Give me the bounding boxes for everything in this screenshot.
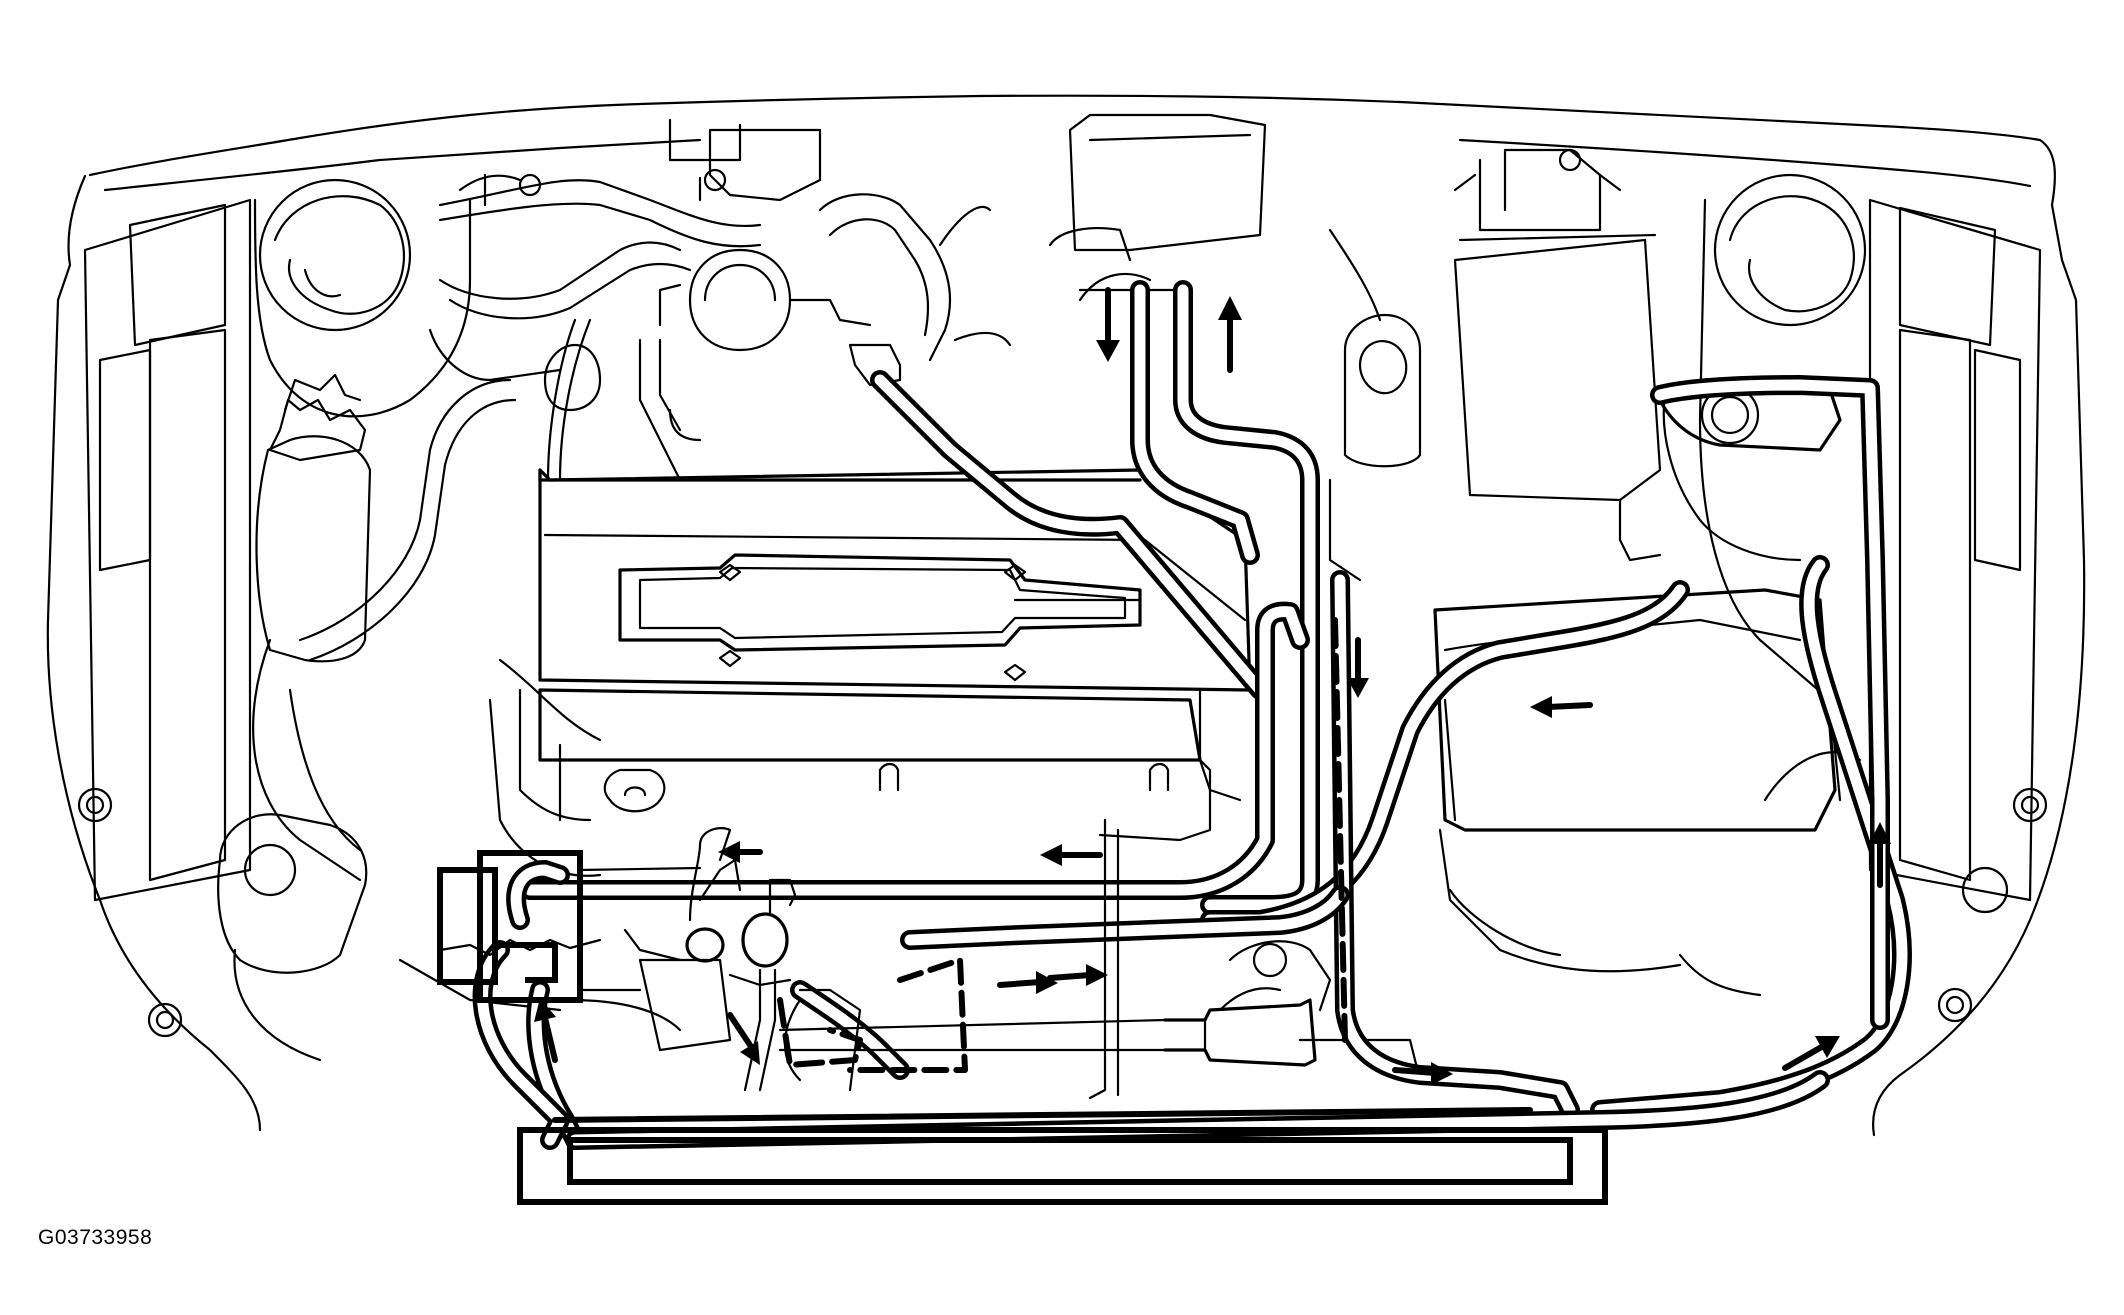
heater-control-valve (437, 850, 702, 1003)
radiator (517, 1107, 1608, 1205)
flow-arrow-icon (718, 841, 763, 863)
lower-engine-components (217, 813, 1422, 1082)
body-outline (46, 94, 2086, 1137)
flow-arrow-icon (727, 1012, 760, 1065)
air-filter-housing (1048, 113, 1267, 302)
ignition-module (1328, 228, 1422, 582)
right-strut-tower (1698, 173, 1867, 802)
flow-arrow-icon (1096, 287, 1120, 362)
flow-arrow-icon (1040, 844, 1103, 866)
flow-arrow-icon (1869, 822, 1891, 888)
flow-arrow-icon (534, 998, 558, 1063)
upper-cowl-components (438, 118, 822, 248)
relay-box (1453, 148, 1662, 562)
flow-arrows (534, 287, 1891, 1085)
valve-cover (518, 468, 1252, 842)
flow-arrow-icon (1047, 964, 1108, 986)
figure-id-label: G03733958 (38, 1226, 153, 1249)
vacuum-lines-left (298, 318, 602, 877)
coolant-expansion-tank (1658, 385, 1842, 562)
flow-arrow-icon (1530, 696, 1593, 718)
hose-connector (778, 818, 1317, 1100)
flow-arrow-icon (997, 971, 1058, 994)
left-strut-tower (253, 178, 472, 418)
routed-hoses (472, 280, 1912, 1150)
dashed-hose-section (777, 617, 1348, 1073)
flow-arrow-icon (1347, 637, 1369, 698)
throttle-body-intake (638, 193, 1012, 482)
power-steering-reservoir (252, 373, 372, 882)
coolant-hose-upper-left (428, 241, 692, 412)
flow-arrow-icon (1218, 296, 1242, 373)
flow-arrow-icon (1392, 1062, 1453, 1085)
flow-arrow-icon (1782, 1036, 1840, 1071)
